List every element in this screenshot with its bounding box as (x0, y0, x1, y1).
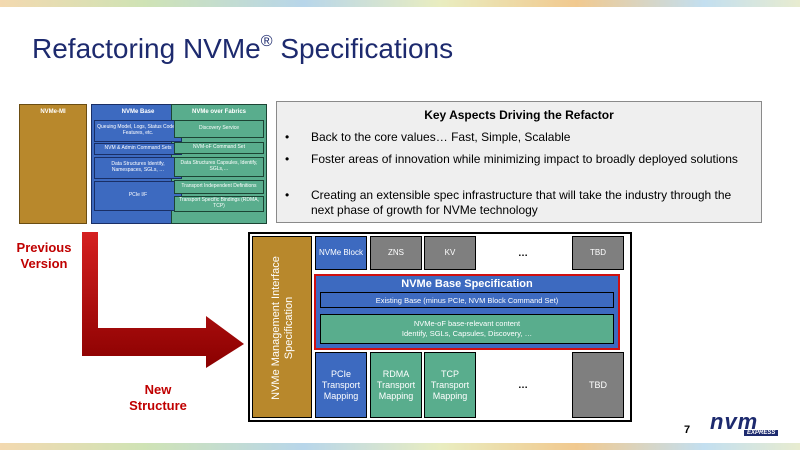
fabric-cell-transport-independent: Transport Independent Definitions (174, 180, 264, 194)
slide-title-tail: Specifications (272, 33, 454, 64)
tbd-top-box: TBD (572, 236, 624, 270)
bullet-icon: • (285, 152, 290, 166)
nvmeof-content-line2: Identify, SGLs, Capsules, Discovery, … (401, 329, 533, 338)
fabric-cell-command-set: NVM-oF Command Set (174, 142, 264, 154)
previous-version-label: Previous Version (16, 240, 72, 271)
zns-box: ZNS (370, 236, 422, 270)
tcp-transport-box: TCP Transport Mapping (424, 352, 476, 418)
base-cell-command-sets: NVM & Admin Command Sets (94, 143, 182, 155)
nvme-base-spec-title: NVMe Base Specification (401, 278, 533, 290)
header-nvme-base: NVMe Base (121, 109, 155, 115)
registered-mark: ® (260, 32, 273, 50)
bullet-text: Foster areas of innovation while minimiz… (311, 152, 738, 166)
fabric-cell-data-structures: Data Structures Capsules, Identify, SGLs… (174, 157, 264, 177)
base-cell-queuing: Queuing Model, Logs, Status Codes, Featu… (94, 120, 182, 142)
bullet-icon: • (285, 130, 290, 144)
key-aspects-title: Key Aspects Driving the Refactor (424, 108, 614, 122)
fabric-cell-transport-specific: Transport Specific Bindings (RDMA, TCP) (174, 196, 264, 212)
base-cell-pcie: PCIe I/F (94, 181, 182, 211)
nvmeof-content-box: NVMe-oF base-relevant content Identify, … (320, 314, 614, 344)
nvme-mi-spec-label: NVMe Management Interface Specification (270, 256, 295, 400)
fabric-cell-discovery: Discovery Service (174, 120, 264, 138)
kv-box: KV (424, 236, 476, 270)
pcie-transport-box: PCIe Transport Mapping (315, 352, 367, 418)
top-ellipsis: … (518, 247, 528, 259)
header-nvme-mi: NVMe-MI (40, 109, 66, 115)
rdma-transport-box: RDMA Transport Mapping (370, 352, 422, 418)
bullet-icon: • (285, 188, 290, 202)
tbd-bottom-box: TBD (572, 352, 624, 418)
existing-base-box: Existing Base (minus PCIe, NVM Block Com… (320, 292, 614, 308)
bullet-item: • Creating an extensible spec infrastruc… (285, 188, 749, 218)
new-structure-label: New Structure (129, 382, 187, 413)
nvm-express-logo: nvm (710, 409, 759, 434)
header-nvme-fabrics: NVMe over Fabrics (191, 109, 247, 115)
nvme-mi-spec-block: NVMe Management Interface Specification (252, 236, 312, 418)
key-aspects-box: Key Aspects Driving the Refactor • Back … (276, 101, 762, 223)
slide-title-text: Refactoring NVMe (32, 33, 261, 64)
bottom-stripe (0, 443, 800, 450)
bottom-ellipsis: … (518, 379, 528, 391)
page-number: 7 (684, 424, 691, 436)
base-cell-data-structures: Data Structures Identify, Namespaces, SG… (94, 157, 182, 179)
bullet-item: • Back to the core values… Fast, Simple,… (285, 130, 749, 145)
transition-arrow-icon (82, 232, 244, 368)
bullet-text: Creating an extensible spec infrastructu… (311, 188, 732, 217)
nvme-base-spec-block: NVMe Base Specification Existing Base (m… (314, 274, 620, 350)
bullet-item: • Foster areas of innovation while minim… (285, 152, 749, 182)
bullet-text: Back to the core values… Fast, Simple, S… (311, 130, 571, 144)
slide-title: Refactoring NVMe® Specifications (32, 33, 453, 65)
top-stripe (0, 0, 800, 7)
nvmeof-content-line1: NVMe-oF base-relevant content (413, 319, 521, 328)
nvm-express-logo-sub: EXPRESS (744, 430, 779, 436)
nvme-block-box: NVMe Block (315, 236, 367, 270)
mi-column (19, 104, 87, 224)
